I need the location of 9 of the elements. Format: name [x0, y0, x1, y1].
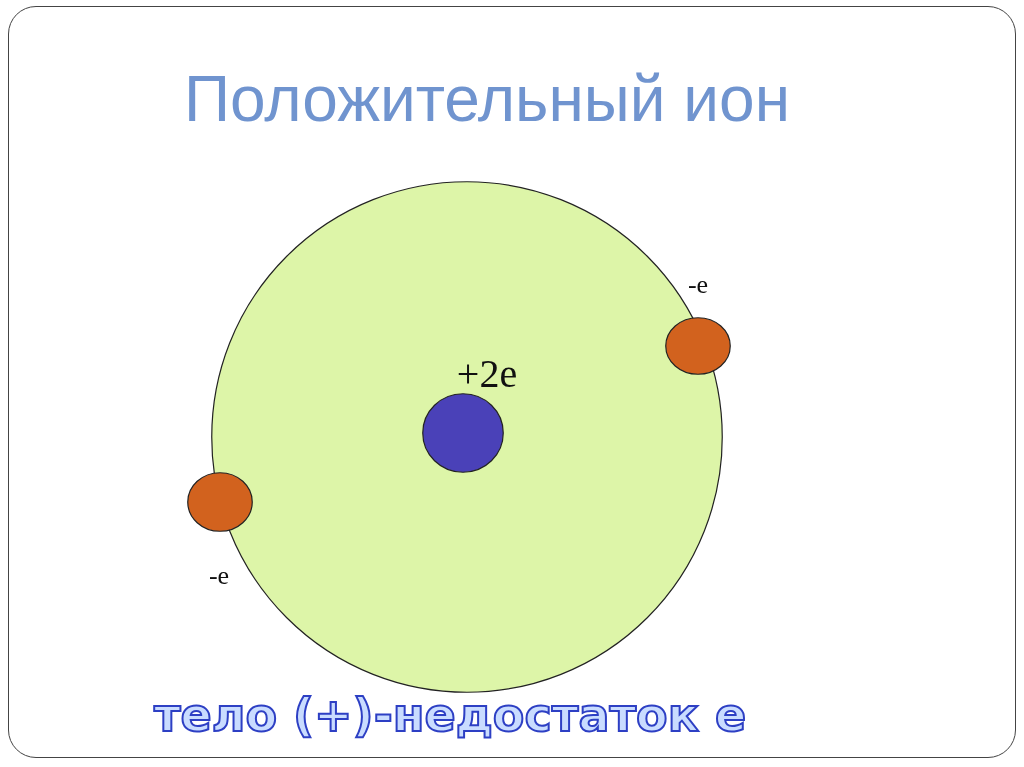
electron-circle [187, 472, 253, 532]
caption-text: тело (+)-недостаток е [152, 688, 748, 742]
slide-title: Положительный ион [183, 62, 791, 136]
charge-label: -e [207, 561, 231, 591]
atom-circle [211, 181, 723, 693]
electron-circle [665, 317, 731, 375]
nucleus-circle [422, 393, 504, 473]
charge-label: +2e [455, 350, 519, 397]
charge-label: -e [686, 270, 710, 300]
